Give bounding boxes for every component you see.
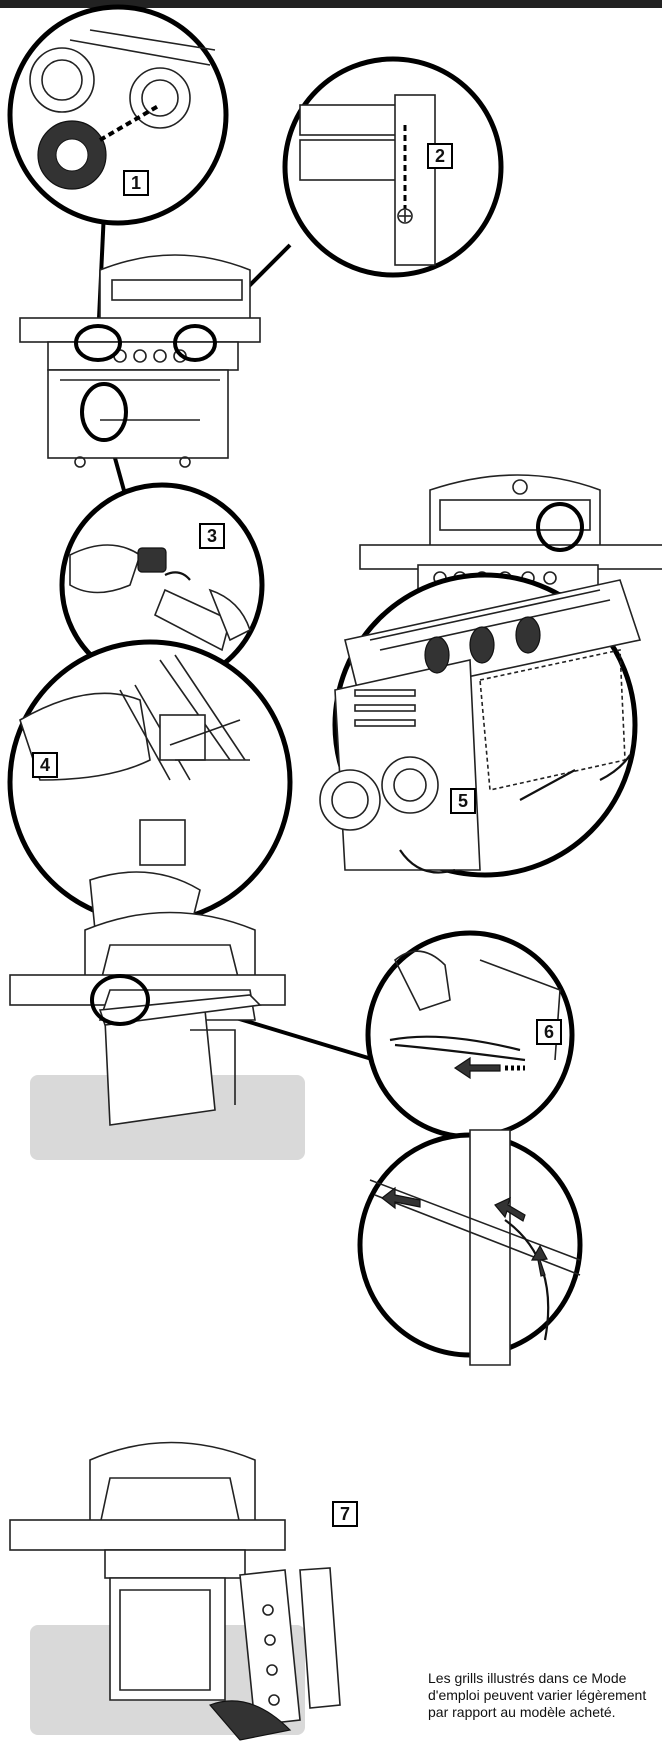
grill-overview-bottom [9,1441,341,1741]
step-label-7: 7 [332,1501,358,1527]
step-label-5: 5 [450,788,476,814]
step-label-3: 3 [199,523,225,549]
highlight-ring [80,382,128,442]
detail-circle-1 [7,4,229,226]
detail-circle-5 [319,572,642,878]
grill-overview-middle [9,911,286,1126]
disclaimer-caption: Les grills illustrés dans ce Mode d'empl… [428,1670,647,1720]
step-label-1: 1 [123,170,149,196]
grill-overview-top [19,254,261,468]
top-rule [0,0,662,8]
detail-circle-4 [7,639,293,931]
step-label-4: 4 [32,752,58,778]
highlight-ring [173,324,217,362]
highlight-ring [536,502,584,552]
step-label-6: 6 [536,1019,562,1045]
detail-circle-2 [282,56,504,278]
highlight-ring [74,324,122,362]
detail-circle-6b [357,1129,583,1366]
step-label-2: 2 [427,143,453,169]
highlight-ring [90,974,150,1026]
